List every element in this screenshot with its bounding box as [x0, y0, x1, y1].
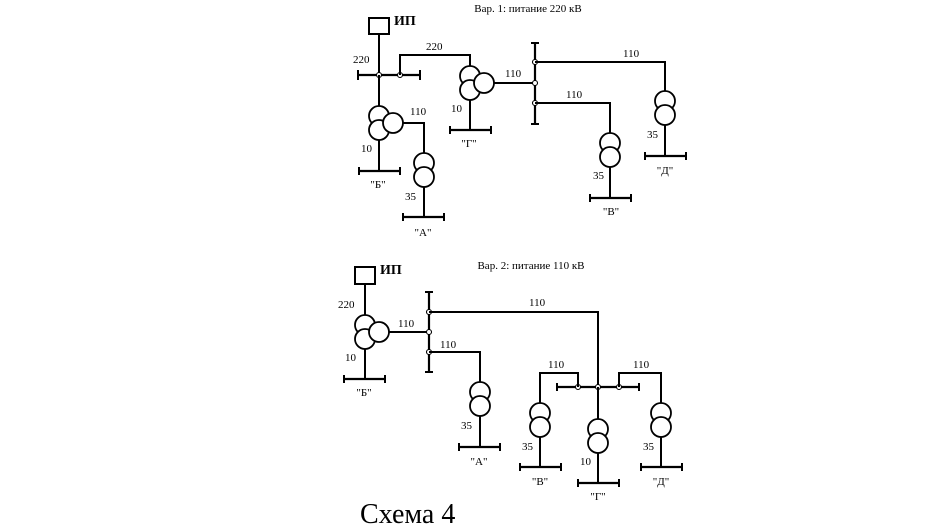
- voltage-label-10-g: 10: [451, 103, 463, 115]
- power-source-label: ИП: [394, 14, 416, 29]
- transformer-winding: [650, 416, 672, 438]
- substation-label-d: "Д": [657, 165, 673, 177]
- voltage-label-35-d: 35: [643, 441, 655, 453]
- transformer-winding: [529, 416, 551, 438]
- voltage-label-110-right: 110: [633, 359, 650, 371]
- voltage-label-220-source: 220: [353, 54, 370, 66]
- transformer-winding: [413, 166, 435, 188]
- voltage-label-110-main: 110: [398, 318, 415, 330]
- substation-label-v: "В": [603, 206, 619, 218]
- power-source-box: [368, 17, 390, 35]
- scheme-caption: Схема 4: [360, 499, 455, 530]
- line-110-to-d: [535, 61, 666, 92]
- substation-label-d: "Д": [653, 476, 669, 488]
- transformer-winding: [368, 321, 390, 343]
- voltage-label-10-b: 10: [361, 143, 373, 155]
- voltage-label-35-a: 35: [461, 420, 473, 432]
- voltage-label-110-v: 110: [566, 89, 583, 101]
- variant-1-title: Вар. 1: питание 220 кВ: [474, 3, 581, 15]
- voltage-label-110-left: 110: [548, 359, 565, 371]
- variant-1-scheme: Вар. 1: питание 220 кВ ИП 220 220 10 "Б"…: [353, 3, 687, 239]
- line-110-to-v: [539, 372, 579, 404]
- voltage-label-110-b: 110: [410, 106, 427, 118]
- bus-node: [531, 79, 539, 87]
- voltage-label-35-d: 35: [647, 129, 659, 141]
- voltage-label-220-source: 220: [338, 299, 355, 311]
- substation-label-a: "А": [415, 227, 432, 239]
- transformer-winding: [654, 104, 676, 126]
- transformer-winding: [469, 395, 491, 417]
- voltage-label-35-a: 35: [405, 191, 417, 203]
- substation-label-b: "Б": [356, 387, 371, 399]
- line-110-to-v: [535, 102, 611, 134]
- substation-label-a: "А": [471, 456, 488, 468]
- voltage-label-110-g: 110: [505, 68, 522, 80]
- variant-2-title: Вар. 2: питание 110 кВ: [477, 260, 584, 272]
- transformer-winding: [587, 432, 609, 454]
- line-110-b-to-a: [403, 122, 425, 155]
- voltage-label-10-b: 10: [345, 352, 357, 364]
- voltage-label-220-line: 220: [426, 41, 443, 53]
- substation-label-g: "Г": [461, 138, 476, 150]
- voltage-label-110-a: 110: [440, 339, 457, 351]
- transformer-winding: [473, 72, 495, 94]
- voltage-label-35-v: 35: [522, 441, 534, 453]
- substation-label-v: "В": [532, 476, 548, 488]
- substation-label-g: "Г": [590, 491, 605, 503]
- voltage-label-110-top: 110: [529, 297, 546, 309]
- substation-label-b: "Б": [370, 179, 385, 191]
- line-110-to-d: [618, 372, 662, 404]
- line-110-to-a: [429, 351, 481, 383]
- voltage-label-35-v: 35: [593, 170, 605, 182]
- bus-node: [425, 328, 433, 336]
- line-110-to-g-bus: [429, 311, 599, 387]
- power-source-box: [354, 266, 376, 285]
- voltage-label-110-d: 110: [623, 48, 640, 60]
- transformer-winding: [382, 112, 404, 134]
- voltage-label-10-g: 10: [580, 456, 592, 468]
- variant-2-scheme: Вар. 2: питание 110 кВ ИП 220 10 "Б" 110…: [338, 260, 683, 503]
- power-source-label: ИП: [380, 263, 402, 278]
- transformer-winding: [599, 146, 621, 168]
- line-220-to-g: [399, 54, 471, 75]
